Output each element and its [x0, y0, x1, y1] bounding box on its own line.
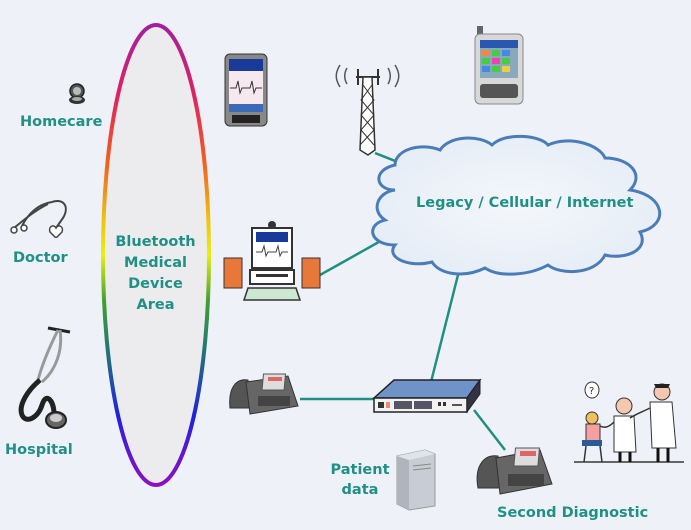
stethoscope-small-icon	[69, 83, 85, 104]
network-cloud	[371, 134, 662, 276]
homecare-label: Homecare	[20, 114, 103, 130]
second-diagnostic-label: Second Diagnostic	[497, 505, 649, 521]
bluetooth-line-4: Area	[136, 297, 175, 313]
ip-phone-icon	[229, 373, 299, 415]
hospital-label: Hospital	[5, 442, 73, 458]
smartphone-icon	[474, 26, 524, 105]
connector-cloud-switch	[428, 262, 463, 387]
svg-text:?: ?	[589, 386, 594, 397]
patient-data-line-2: data	[341, 482, 379, 498]
patient-data-line-1: Patient	[330, 462, 390, 478]
bluetooth-line-2: Medical	[124, 255, 187, 271]
ip-phone-2-icon	[476, 447, 553, 495]
computer-monitor-ecg-icon	[223, 221, 321, 301]
connector-computer-cloud	[319, 236, 387, 277]
stethoscope-outline-icon	[10, 200, 67, 238]
stethoscope-large-icon	[18, 326, 71, 429]
bluetooth-area-label: Bluetooth Medical Device Area	[103, 232, 208, 316]
patient-data-label: Patient data	[330, 460, 390, 500]
cloud-label: Legacy / Cellular / Internet	[416, 195, 634, 211]
connector-switch-phone2	[473, 409, 506, 451]
network-switch-icon	[372, 378, 482, 414]
bluetooth-line-1: Bluetooth	[115, 234, 196, 250]
doctor-label: Doctor	[13, 250, 68, 266]
bluetooth-area-ellipse	[101, 23, 211, 487]
doctors-patient-icon: ?	[574, 381, 684, 463]
bluetooth-line-3: Device	[128, 276, 183, 292]
cell-tower-icon	[335, 64, 400, 156]
server-tower-icon	[396, 449, 436, 511]
pda-ecg-icon	[224, 53, 268, 127]
